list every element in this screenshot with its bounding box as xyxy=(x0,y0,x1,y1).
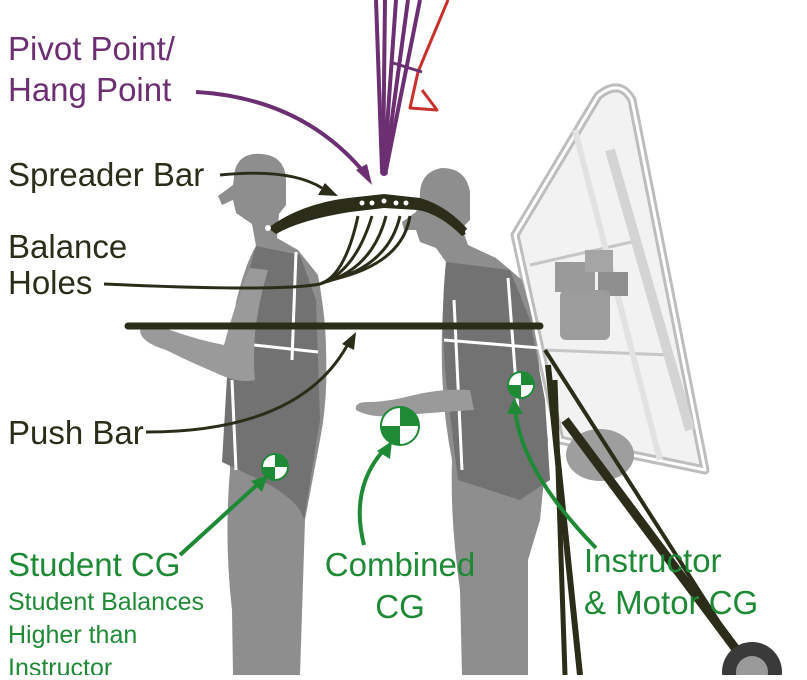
student-cg-leader xyxy=(178,475,268,557)
student-note-line1: Student Balances xyxy=(8,588,204,616)
student-note-line3: Instructor xyxy=(8,654,112,675)
student-cg-marker xyxy=(261,453,289,481)
student-figure xyxy=(140,153,327,676)
balance-label-line1: Balance xyxy=(8,228,127,265)
spreader-label: Spreader Bar xyxy=(8,156,204,193)
combined-cg-marker xyxy=(380,406,420,446)
balance-label-line2: Holes xyxy=(8,264,92,301)
combined-cg-leader xyxy=(357,441,392,546)
motor-frame xyxy=(543,348,782,680)
spreader-bar xyxy=(265,194,471,236)
student-cg-label: Student CG xyxy=(8,546,180,583)
push-bar-label: Push Bar xyxy=(8,414,144,451)
instructor-cg-label-line1: Instructor xyxy=(584,542,722,579)
pivot-label-line2: Hang Point xyxy=(8,71,171,108)
push-leader xyxy=(145,332,356,434)
balance-leader xyxy=(103,215,412,290)
instructor-cg-marker xyxy=(507,371,535,399)
instructor-cg-leader xyxy=(507,398,598,550)
instructor-cg-label-line2: & Motor CG xyxy=(584,584,758,621)
engine xyxy=(555,250,634,481)
student-note-line2: Higher than xyxy=(8,621,137,649)
risers xyxy=(374,0,422,176)
combined-cg-label-line2: CG xyxy=(375,588,425,625)
combined-cg-label-line1: Combined xyxy=(325,546,475,583)
pivot-label-line1: Pivot Point/ xyxy=(8,30,176,67)
pivot-leader xyxy=(195,90,372,185)
spreader-leader xyxy=(219,171,338,196)
